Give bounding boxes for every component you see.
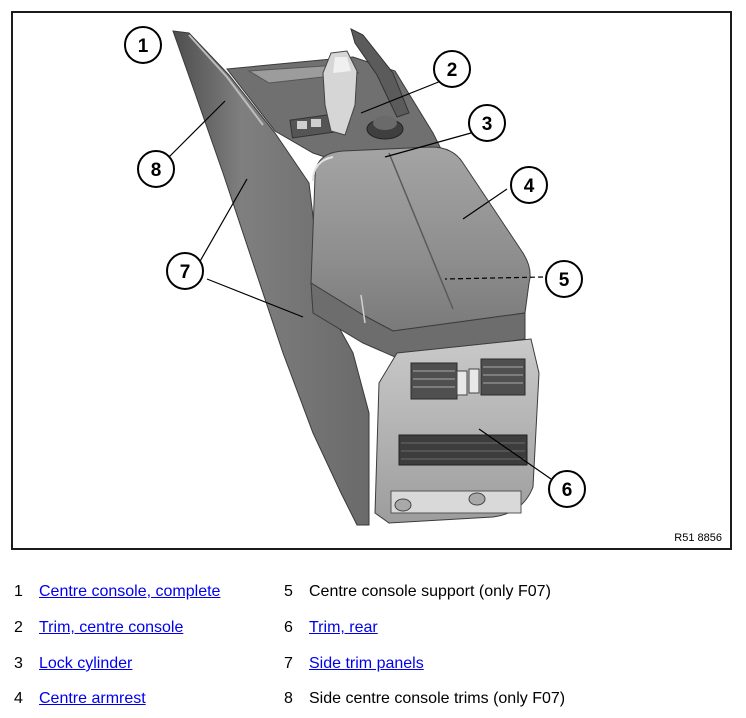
console-illustration: 1 2 3 4 5 6 7 8 (124, 26, 586, 526)
link-centre-armrest[interactable]: Centre armrest (39, 690, 146, 707)
rear-vent-right (480, 358, 526, 396)
link-trim-rear[interactable]: Trim, rear (309, 619, 378, 636)
callout-6: 6 (548, 470, 586, 508)
legend-number: 8 (284, 690, 293, 707)
rear-vent-left (410, 362, 458, 400)
callout-1: 1 (124, 26, 162, 64)
legend-item-5: 5 Centre console support (only F07) (284, 582, 551, 602)
legend-item-1: 1 Centre console, complete (14, 582, 220, 602)
leader-3 (384, 132, 472, 158)
leader-7b (206, 278, 304, 318)
svg-text:2: 2 (447, 60, 458, 81)
callout-8: 8 (137, 150, 175, 188)
legend-item-8: 8 Side centre console trims (only F07) (284, 689, 565, 709)
legend-number: 2 (14, 619, 23, 636)
legend-label-console-support: Centre console support (only F07) (309, 583, 551, 600)
leader-6 (478, 428, 552, 480)
console-diagram: 1 2 3 4 5 6 7 8 R51 8856 (11, 11, 732, 550)
callout-4: 4 (510, 166, 548, 204)
legend: 1 Centre console, complete 2 Trim, centre … (0, 573, 746, 718)
leader-8 (168, 100, 226, 158)
svg-text:3: 3 (482, 114, 493, 135)
link-lock-cylinder[interactable]: Lock cylinder (39, 655, 133, 672)
figure-reference: R51 8856 (674, 532, 722, 544)
link-side-trim-panels[interactable]: Side trim panels (309, 655, 424, 672)
legend-number: 6 (284, 619, 293, 636)
centre-armrest (310, 146, 531, 332)
rear-storage-grille (398, 434, 528, 466)
legend-item-4: 4 Centre armrest (14, 689, 146, 709)
svg-text:8: 8 (151, 160, 162, 181)
legend-number: 7 (284, 655, 293, 672)
link-trim-centre-console[interactable]: Trim, centre console (39, 619, 184, 636)
legend-item-7: 7 Side trim panels (284, 654, 424, 674)
callout-3: 3 (468, 104, 506, 142)
svg-text:1: 1 (138, 36, 149, 57)
legend-number: 5 (284, 583, 293, 600)
link-centre-console-complete[interactable]: Centre console, complete (39, 583, 221, 600)
legend-number: 4 (14, 690, 23, 707)
svg-text:4: 4 (524, 176, 535, 197)
leader-5 (444, 276, 544, 280)
leader-2 (360, 80, 442, 114)
svg-text:6: 6 (562, 480, 573, 501)
callout-2: 2 (433, 50, 471, 88)
legend-number: 3 (14, 655, 23, 672)
callout-5: 5 (545, 260, 583, 298)
side-trim-panel (172, 30, 370, 526)
leader-4 (462, 188, 508, 220)
gear-selector (322, 50, 358, 136)
legend-item-2: 2 Trim, centre console (14, 618, 183, 638)
legend-item-3: 3 Lock cylinder (14, 654, 132, 674)
callout-7: 7 (166, 252, 204, 290)
legend-number: 1 (14, 583, 23, 600)
leader-7a (198, 178, 248, 264)
legend-item-6: 6 Trim, rear (284, 618, 378, 638)
svg-text:7: 7 (180, 262, 191, 283)
svg-text:5: 5 (559, 270, 570, 291)
legend-label-side-console-trims: Side centre console trims (only F07) (309, 690, 566, 707)
